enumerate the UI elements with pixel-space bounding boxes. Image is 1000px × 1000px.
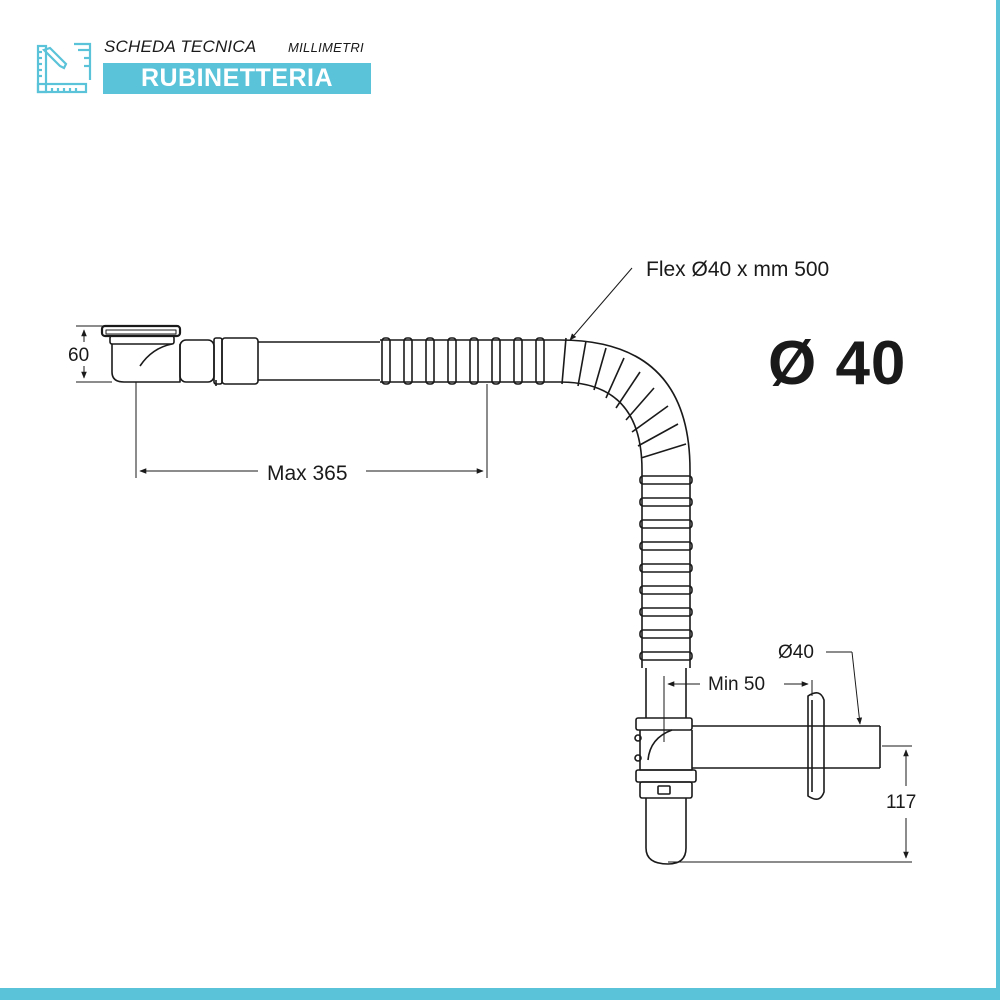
- frame-border-bottom: [0, 988, 1000, 1000]
- frame-border-right: [996, 0, 1000, 1000]
- connector-collar: [179, 337, 259, 386]
- flex-hose-label: Flex Ø40 x mm 500: [646, 258, 829, 281]
- corrugated-bend: [559, 337, 691, 471]
- height-dimension-label: 60: [68, 345, 89, 366]
- outlet-pipe: [692, 725, 881, 769]
- outlet-height-label: 117: [886, 792, 916, 813]
- category-label: RUBINETTERIA: [140, 64, 334, 92]
- corrugated-straight: [380, 337, 560, 385]
- category-banner: RUBINETTERIA: [103, 63, 371, 94]
- max-length-label: Max 365: [267, 462, 348, 485]
- min-length-label: Min 50: [708, 674, 765, 695]
- nominal-diameter-label: Ø 40: [768, 329, 907, 398]
- trap-body: [634, 717, 697, 865]
- wall-rosette: [807, 692, 825, 800]
- header-unit: MILLIMETRI: [288, 40, 364, 55]
- corrugated-vertical: [639, 470, 693, 668]
- drain-cap: [100, 324, 182, 383]
- straight-pipe: [258, 341, 380, 381]
- header-title: SCHEDA TECNICA: [104, 37, 257, 56]
- ruler-pencil-icon: [36, 40, 94, 96]
- outlet-diameter-label: Ø40: [778, 642, 814, 663]
- vertical-pipe: [645, 668, 687, 718]
